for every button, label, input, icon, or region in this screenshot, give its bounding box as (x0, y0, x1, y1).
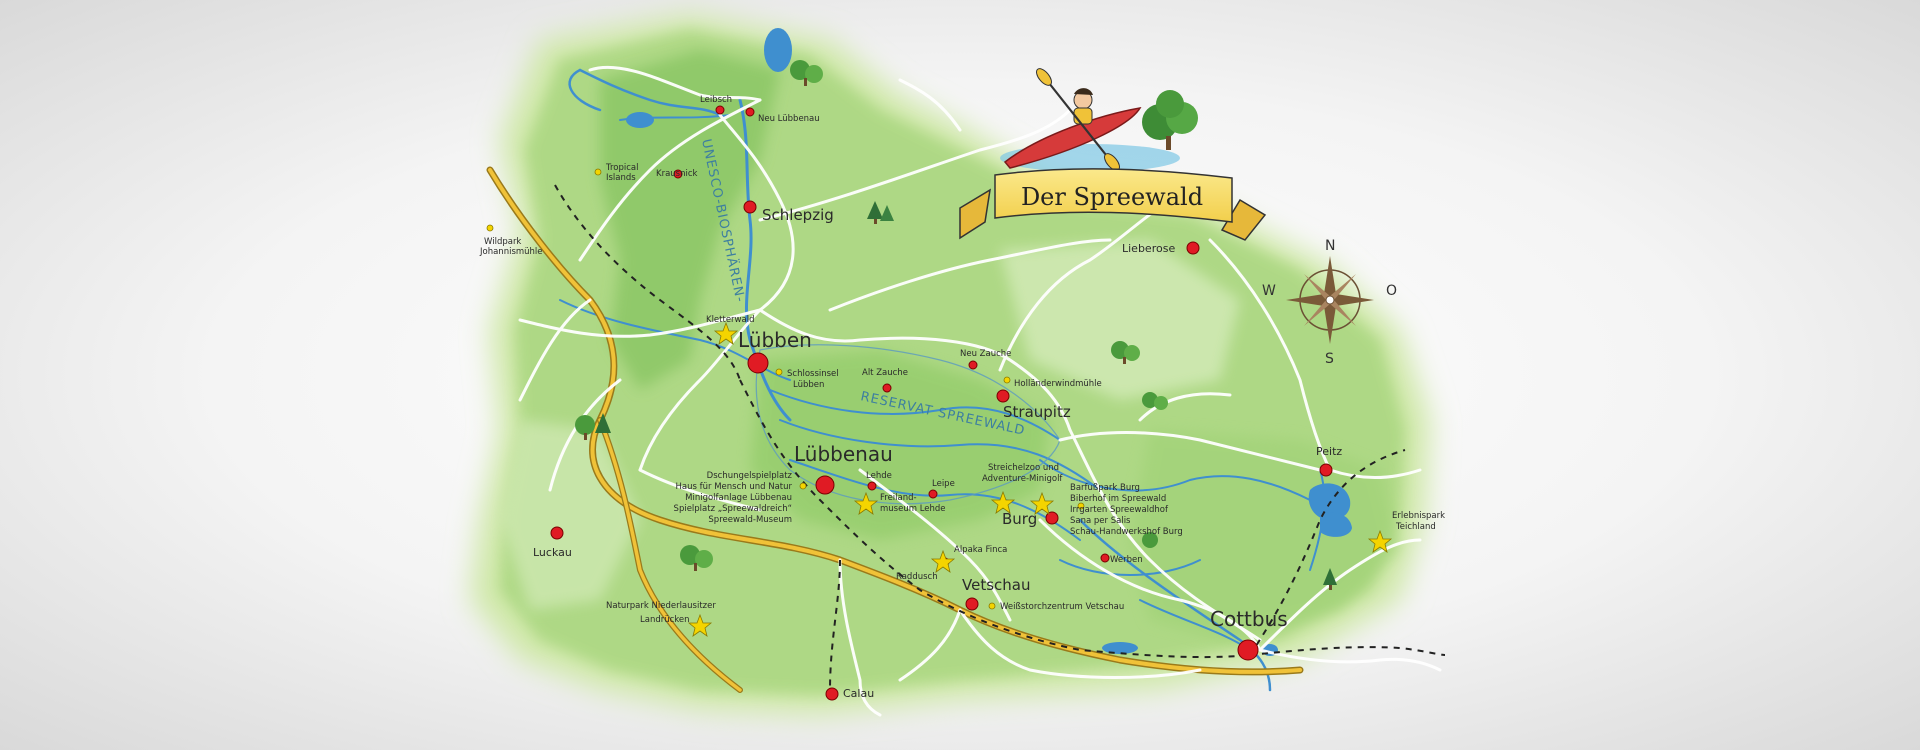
city-raddusch: Raddusch (896, 572, 938, 582)
city-luebben: Lübben (738, 328, 812, 352)
poi-labels: Tropical Islands Wildpark Johannismühle … (479, 163, 1445, 625)
compass-n: N (1325, 238, 1335, 254)
poi-wildpark-2: Johannismühle (479, 247, 543, 257)
railways (554, 184, 1446, 691)
poi-luebbenau-4: Spielplatz „Spreewaldreich“ (674, 504, 792, 514)
poi-weissstorch: Weißstorchzentrum Vetschau (1000, 602, 1124, 612)
poi-streichelzoo-2: Adventure-Minigolf (982, 474, 1063, 484)
compass-w: W (1262, 283, 1276, 299)
city-luckau: Luckau (533, 546, 572, 559)
star-icon (687, 321, 1393, 637)
title-banner: Der Spreewald (959, 168, 1267, 241)
city-krausnick: Krausnick (656, 169, 698, 179)
city-leipe: Leipe (932, 479, 955, 489)
poi-wildpark-1: Wildpark (484, 237, 521, 247)
city-straupitz: Straupitz (1003, 403, 1071, 421)
poi-streichelzoo-1: Streichelzoo und (988, 463, 1059, 473)
roads (518, 65, 1442, 717)
poi-alpaka: Alpaka Finca (954, 545, 1007, 555)
poi-luebbenau-5: Spreewald-Museum (708, 515, 792, 525)
poi-markers (486, 168, 1085, 610)
reservat-outline (755, 344, 1061, 505)
compass-rose-icon: N O S W (1262, 238, 1397, 367)
poi-burg-1: Barfußpark Burg (1070, 483, 1140, 493)
city-lehde: Lehde (866, 471, 892, 481)
poi-burg-3: Irrgarten Spreewaldhof (1070, 505, 1169, 515)
poi-kletterwald: Kletterwald (706, 315, 754, 325)
compass-o: O (1386, 283, 1397, 299)
poi-freiland-2: museum Lehde (880, 504, 946, 514)
poi-tropical-1: Tropical (605, 163, 638, 173)
poi-naturpark-2: Landrücken (640, 615, 690, 625)
poi-schlossinsel-2: Lübben (793, 380, 824, 390)
poi-luebbenau-3: Minigolfanlage Lübbenau (685, 493, 792, 503)
city-schlepzig: Schlepzig (762, 206, 834, 224)
poi-hollaender: Holländerwindmühle (1014, 379, 1102, 389)
poi-erlebnispark-2: Teichland (1395, 522, 1436, 532)
lakes (626, 28, 1352, 656)
city-luebbenau: Lübbenau (794, 442, 893, 466)
map-title: Der Spreewald (1021, 183, 1203, 211)
poi-schlossinsel-1: Schlossinsel (787, 369, 839, 379)
tree-icon (575, 60, 1337, 590)
poi-freiland-1: Freiland- (880, 493, 917, 503)
poi-luebbenau-1: Dschungelspielplatz (707, 471, 793, 481)
motorways (486, 166, 1304, 693)
kayak-icon (1000, 68, 1180, 172)
city-labels: Lübben Lübbenau Cottbus Burg Vetschau Sc… (533, 95, 1342, 700)
city-vetschau: Vetschau (962, 576, 1030, 594)
city-peitz: Peitz (1316, 445, 1342, 458)
city-calau: Calau (843, 687, 874, 700)
city-lieberose: Lieberose (1122, 242, 1175, 255)
city-alt-zauche: Alt Zauche (862, 368, 908, 378)
poi-erlebnispark-1: Erlebnispark (1392, 511, 1445, 521)
poi-burg-2: Biberhof im Spreewald (1070, 494, 1166, 504)
poi-burg-5: Schau-Handwerkshof Burg (1070, 527, 1183, 537)
city-werben: Werben (1110, 555, 1143, 565)
city-burg: Burg (1002, 510, 1037, 528)
poi-naturpark-1: Naturpark Niederlausitzer (606, 601, 716, 611)
city-neu-luebbenau: Neu Lübbenau (758, 114, 820, 124)
city-cottbus: Cottbus (1210, 607, 1288, 631)
poi-luebbenau-2: Haus für Mensch und Natur (676, 482, 793, 492)
city-leibsch: Leibsch (700, 95, 732, 105)
poi-burg-4: Sana per Salis (1070, 516, 1131, 526)
city-neu-zauche: Neu Zauche (960, 349, 1011, 359)
poi-tropical-2: Islands (606, 173, 636, 183)
compass-s: S (1325, 351, 1334, 367)
